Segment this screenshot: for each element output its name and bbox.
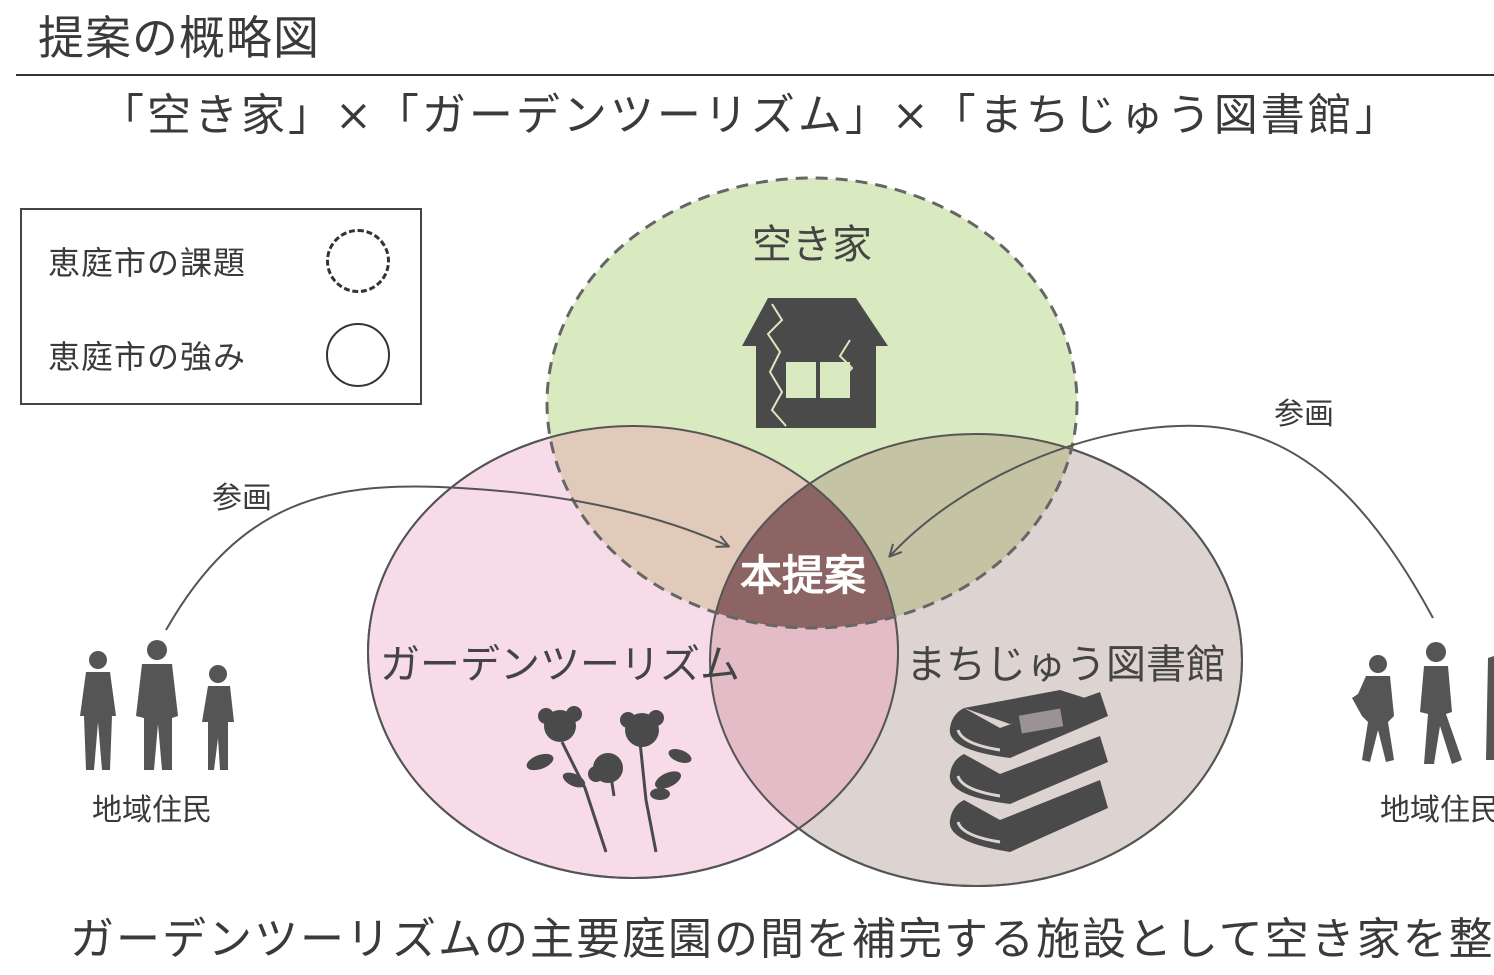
rose-icon [526,706,692,853]
right-participation-arrow [890,424,1434,619]
left-residents-label: 地域住民 [92,793,212,828]
right-residents-label: 地域住民 [1380,793,1494,828]
top-circle-label: 空き家 [752,222,872,268]
solid-circle-icon [326,323,390,387]
title-divider [16,74,1494,76]
left-participation-arrow [165,485,728,631]
left-participation-label: 参画 [212,481,272,516]
right-circle-outline [709,433,1243,887]
center-overlap [710,434,898,628]
broken-house-icon [742,298,888,428]
left-circle-outline [367,425,899,879]
left-circle-label: ガーデンツーリズム [380,642,740,688]
center-label: 本提案 [740,551,867,600]
people-silhouette-icon [1352,642,1494,764]
subtitle: 「空き家」×「ガーデンツーリズム」×「まちじゅう図書館」 [100,90,1402,141]
top-circle-outline [545,176,1079,630]
right-circle-label: まちじゅう図書館 [906,642,1226,688]
legend: 恵庭市の課題 恵庭市の強み [20,208,422,405]
legend-strength-label: 恵庭市の強み [48,338,247,376]
dashed-circle-icon [326,229,390,293]
legend-issue-row: 恵庭市の課題 [48,226,408,296]
people-silhouette-icon [80,640,234,770]
page-title: 提案の概略図 [38,11,320,65]
right-participation-label: 参画 [1274,397,1334,432]
legend-strength-row: 恵庭市の強み [48,320,408,390]
book-stack-icon [949,690,1108,852]
footer-caption: ガーデンツーリズムの主要庭園の間を補完する施設として空き家を整備 [70,914,1494,965]
legend-issue-label: 恵庭市の課題 [48,244,247,282]
